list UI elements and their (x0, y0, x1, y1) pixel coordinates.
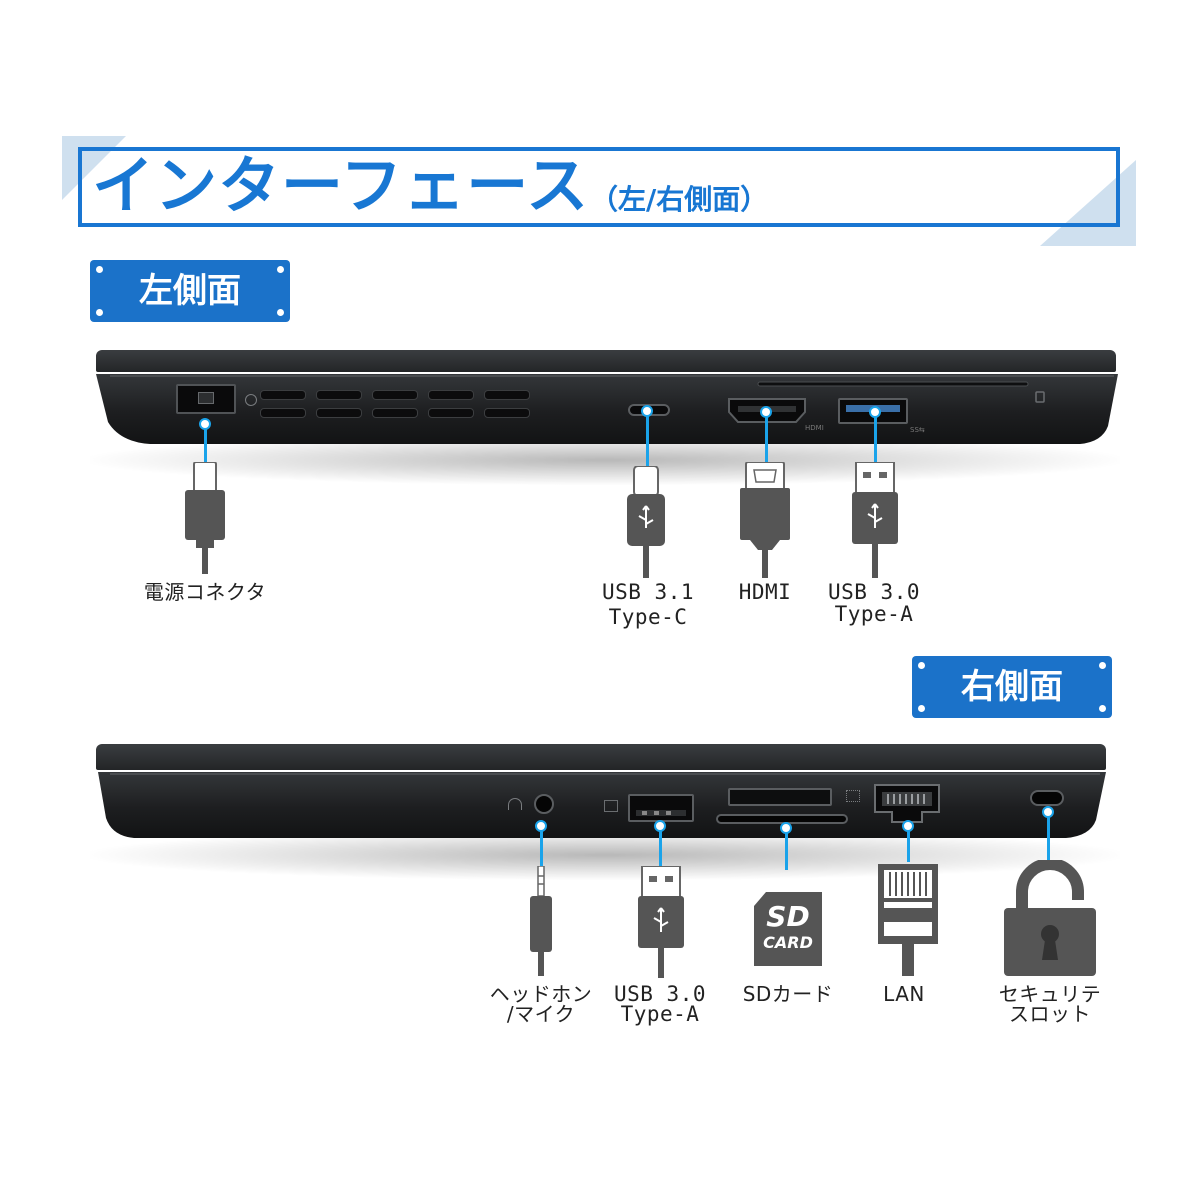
callout-dot-usb-a (869, 406, 881, 418)
usb-a-plug-icon (852, 462, 898, 578)
hdmi-plug-icon (740, 462, 790, 578)
callout-line-hdmi (765, 412, 768, 466)
label-usb30-left-line1: USB 3.0 (827, 580, 920, 604)
padlock-icon (1004, 860, 1096, 976)
label-hdmi: HDMI (738, 580, 792, 604)
callout-line-power (204, 424, 207, 466)
label-usb30-right-line1: USB 3.0 (613, 982, 706, 1006)
page-subtitle: （左/右側面） (590, 183, 769, 216)
label-security-line1: セキュリテ (998, 982, 1102, 1006)
callout-line-lan (907, 826, 910, 862)
label-lan: LAN (883, 982, 925, 1006)
callout-dot-usb-c (641, 405, 653, 417)
usb-c-plug-icon (627, 466, 665, 578)
laptop-left-base (96, 374, 1118, 444)
power-symbol-icon (245, 394, 257, 406)
sd-card-text-1: SD (766, 900, 810, 933)
air-vents (260, 390, 540, 430)
callout-line-usb-a-right (659, 826, 662, 870)
lan-port (874, 784, 940, 823)
sd-card-text-2: CARD (763, 933, 813, 952)
usb-a-plug-icon-right (638, 866, 684, 978)
callout-line-usb-c (646, 410, 649, 468)
label-power-connector: 電源コネクタ (143, 580, 267, 604)
callout-line-usb-a (874, 412, 877, 466)
callout-line-lock (1047, 812, 1050, 862)
laptop-right-base (98, 772, 1106, 838)
label-usb30-left-line2: Type-A (834, 602, 914, 626)
callout-dot-lan (902, 820, 914, 832)
left-side-badge-label: 左側面 (139, 271, 241, 311)
callout-dot-lock (1042, 806, 1054, 818)
label-headphone-line1: ヘッドホン (489, 982, 593, 1006)
label-usb30-right-line2: Type-A (620, 1002, 700, 1026)
security-lock-slot (1030, 790, 1064, 806)
laptop-left-side-view: HDMI SS⇆ (0, 330, 1200, 490)
label-sd-card: SDカード (742, 982, 834, 1006)
lan-plug-icon (878, 864, 938, 976)
sd-card-icon: SD CARD (752, 890, 824, 968)
lan-symbol-icon (846, 790, 860, 802)
label-security-line2: スロット (1009, 1002, 1091, 1026)
callout-dot-power (199, 418, 211, 430)
header-decoration-right (1040, 160, 1136, 246)
header-decoration-left (62, 136, 126, 200)
left-side-badge: 左側面 (90, 260, 290, 322)
usb-ss-print: SS⇆ (910, 426, 925, 434)
header-frame (78, 147, 1120, 227)
callout-dot-sd (780, 822, 792, 834)
power-plug-icon (185, 462, 225, 574)
callout-dot-hdmi (760, 406, 772, 418)
label-usb31-line1: USB 3.1 (601, 580, 694, 604)
callout-dot-audio (535, 820, 547, 832)
power-port (176, 384, 236, 414)
laptop-right-side-view (0, 730, 1200, 890)
right-side-badge-label: 右側面 (961, 667, 1063, 707)
audio-jack-icon (530, 866, 552, 976)
smartcard-slot (728, 788, 832, 806)
label-usb31-line2: Type-C (608, 605, 688, 629)
callout-line-audio (540, 826, 543, 872)
usb-a-port-right (628, 794, 694, 822)
right-side-badge: 右側面 (912, 656, 1112, 718)
audio-jack-port (534, 794, 554, 814)
page-title: インターフェース (92, 149, 590, 222)
usb-symbol-icon (604, 800, 618, 812)
callout-line-sd (785, 828, 788, 870)
headset-symbol-icon (508, 798, 522, 810)
hdmi-port-print: HDMI (805, 424, 824, 432)
label-headphone-line2: /マイク (506, 1002, 576, 1026)
callout-dot-usb-a-right (654, 820, 666, 832)
